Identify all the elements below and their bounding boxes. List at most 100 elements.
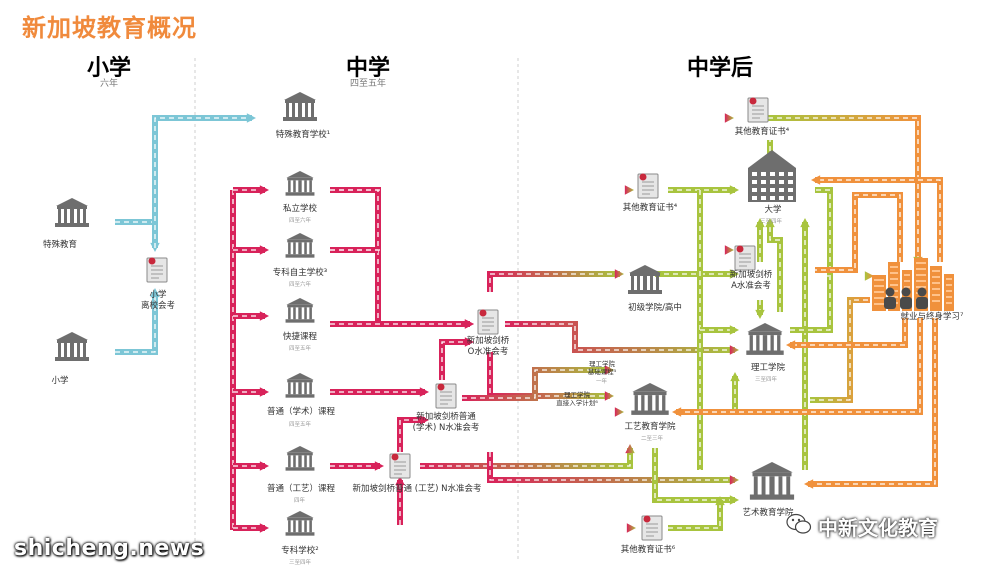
special-school-building-icon — [283, 92, 317, 121]
watermark-zhongxin: 中新文化教育 — [818, 516, 938, 540]
psle-certificate-icon — [146, 257, 168, 283]
flow-cert-bottom-to-arts — [668, 496, 725, 531]
flow-work-to-ite — [672, 318, 923, 417]
duration-express: 四至五年 — [289, 346, 312, 352]
label-poly-direct: 理工学院 直接入学计划⁶ — [556, 391, 598, 407]
flow-a-to-poly — [755, 300, 765, 319]
flow-poly-to-work — [810, 297, 870, 403]
label-express: 快捷课程 — [282, 332, 317, 342]
label-other-cert-bottom: 其他教育证书⁶ — [620, 545, 676, 555]
flow-nt-to-n — [330, 461, 384, 471]
flow-o-to-poly — [505, 321, 739, 355]
page-title: 新加坡教育概况 — [22, 14, 197, 42]
flow-private-to-cert — [330, 185, 634, 195]
label-arts: 艺术教育学院 — [742, 508, 794, 518]
duration-poly: 三至四年 — [755, 377, 778, 383]
normal-academic-building-icon — [285, 373, 315, 398]
university-building-icon — [748, 150, 796, 202]
label-a-level: 新加坡剑桥 A水准会考 — [729, 270, 773, 291]
other-cert-bottom-icon — [641, 515, 663, 541]
flow-ite-to-arts — [652, 448, 739, 505]
n-a-level-certificate-icon — [435, 383, 457, 409]
flow-a-to-uni — [755, 218, 765, 262]
flow-nt-to-ite — [420, 444, 635, 469]
o-level-certificate-icon — [477, 309, 499, 335]
stage-secondary-heading: 中学 — [345, 56, 390, 81]
primary-school-building-icon — [55, 332, 89, 361]
flow-to-specialised — [233, 523, 269, 533]
express-building-icon — [285, 298, 315, 323]
label-na: 普通（学术）课程 — [266, 407, 335, 417]
label-specialised: 专科学校² — [281, 546, 319, 556]
specialised-school-building-icon — [285, 511, 315, 536]
label-work: 就业与终身学习⁷ — [900, 312, 964, 322]
label-other-cert-mid: 其他教育证书⁴ — [622, 203, 678, 213]
flow-special-to-cert — [345, 113, 734, 123]
label-psle: 小学 离校会考 — [140, 290, 175, 311]
flow-to-sap — [233, 245, 269, 255]
stage-primary-heading: 小学 — [86, 56, 131, 81]
other-cert-top-icon — [747, 97, 769, 123]
ite-building-icon — [631, 383, 669, 415]
n-t-level-certificate-icon — [389, 453, 411, 479]
flow-work-to-poly — [786, 318, 908, 350]
flow-to-special-school — [152, 113, 256, 248]
polytechnic-building-icon — [746, 323, 784, 355]
label-poly-foundation: 理工学院 基础课程⁵ — [587, 360, 617, 376]
label-n-t-level: 新加坡剑桥普通 (工艺) N水准会考 — [352, 484, 482, 494]
arts-institution-building-icon — [749, 462, 795, 500]
flow-private-to-o — [330, 187, 474, 329]
work-city-icon — [872, 258, 954, 311]
label-special-school: 特殊教育学校¹ — [275, 130, 331, 140]
flow-specialised-to-nt-exam — [395, 476, 405, 525]
junior-college-building-icon — [628, 265, 662, 294]
duration-specialised: 三至四年 — [289, 560, 312, 566]
flow-uni-to-work — [815, 271, 874, 281]
flow-poly-to-uni — [765, 218, 783, 312]
duration-sap: 四至六年 — [289, 282, 312, 288]
flow-nt-n-to-na — [397, 415, 429, 452]
label-special-primary: 特殊教育 — [42, 240, 77, 250]
flow-express-to-o — [330, 319, 474, 329]
label-sap: 专科自主学校³ — [272, 268, 328, 278]
normal-technical-building-icon — [285, 446, 315, 471]
flow-na-to-ite — [462, 407, 624, 417]
other-cert-mid-icon — [637, 173, 659, 199]
flow-to-express — [233, 311, 269, 321]
duration-private: 四至六年 — [289, 218, 312, 224]
label-jc: 初级学院/高中 — [628, 303, 682, 313]
duration-na: 四至五年 — [289, 422, 312, 428]
flow-o-to-jc — [487, 269, 624, 292]
flow-poly-up — [790, 187, 833, 333]
sap-school-building-icon — [285, 233, 315, 258]
flow-specialised-to-cert — [330, 523, 636, 533]
flow-work-to-uni — [811, 175, 943, 262]
flow-to-poly — [700, 325, 739, 335]
stage-primary-duration: 六年 — [99, 79, 118, 89]
label-poly: 理工学院 — [750, 363, 785, 373]
label-primary: 小学 — [51, 376, 69, 386]
label-other-cert-top: 其他教育证书⁴ — [734, 127, 790, 137]
duration-university: 三至四年 — [760, 219, 783, 225]
stage-secondary-duration: 四至五年 — [349, 79, 386, 89]
flow-to-na — [233, 387, 269, 397]
flow-n-to-foundation — [462, 365, 614, 401]
a-level-certificate-icon — [734, 245, 756, 271]
flow-to-nt — [233, 461, 269, 471]
label-n-a-level: 新加坡剑桥普通 (学术) N水准会考 — [412, 412, 480, 433]
flow-n-to-o — [439, 337, 474, 380]
duration-ite: 二至三年 — [641, 436, 664, 442]
private-school-building-icon — [285, 171, 315, 196]
flow-jc-to-a — [655, 269, 739, 279]
flow-primary-to-psle — [115, 288, 160, 355]
special-education-building-icon — [55, 198, 89, 227]
flow-to-private — [233, 185, 269, 195]
label-o-level: 新加坡剑桥 O水准会考 — [466, 336, 510, 357]
stage-post-heading: 中学后 — [686, 56, 753, 81]
flow-arrows — [115, 113, 943, 533]
duration-nt: 四年 — [294, 498, 306, 504]
flow-work-to-arts — [804, 318, 938, 489]
watermark-shicheng: shicheng.news — [14, 536, 205, 561]
